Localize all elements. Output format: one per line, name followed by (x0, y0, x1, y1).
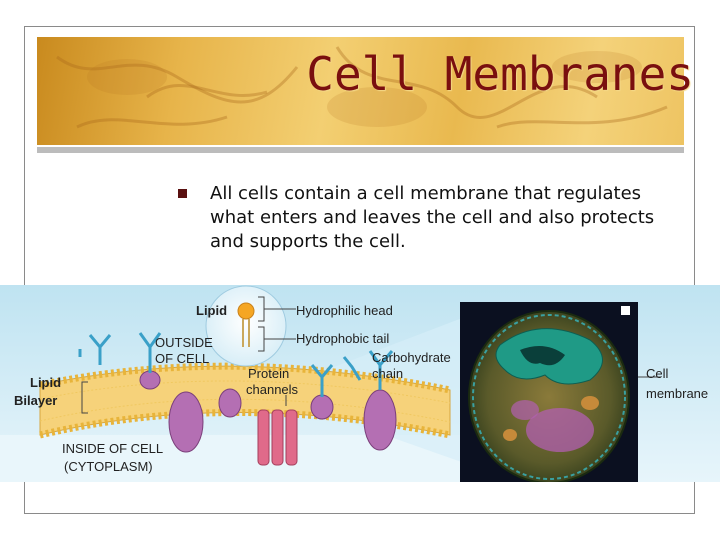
banner-texture (56, 46, 668, 129)
label-hydrophobic-tail: Hydrophobic tail (296, 331, 389, 346)
slide-frame (24, 26, 695, 514)
label-inside-1: INSIDE OF CELL (62, 441, 163, 456)
label-carbohydrate-2: chain (372, 366, 403, 381)
label-protein-1: Protein (248, 366, 289, 381)
carbohydrate-chains (78, 332, 394, 397)
label-cell-membrane-1: Cell (646, 366, 669, 381)
proteins (139, 370, 397, 466)
label-lines (81, 296, 660, 414)
slide-title: Cell Membranes (306, 47, 694, 101)
title-banner (37, 37, 684, 145)
cell-micrograph (460, 302, 638, 482)
membrane-illustration: Lipid Hydrophilic head Hydrophobic tail … (0, 285, 720, 482)
label-hydrophilic-head: Hydrophilic head (296, 303, 393, 318)
label-lipid: Lipid (196, 303, 227, 318)
lipid-bubble (205, 285, 287, 367)
label-bilayer-2: Bilayer (14, 393, 57, 408)
label-bilayer-1: Lipid (30, 375, 61, 390)
bullet-text: All cells contain a cell membrane that r… (210, 183, 655, 252)
label-outside-1: OUTSIDE (155, 335, 213, 350)
label-outside-2: OF CELL (155, 351, 209, 366)
bullet-list: All cells contain a cell membrane that r… (178, 182, 668, 254)
title-underline (37, 147, 684, 153)
bullet-marker-icon (178, 189, 187, 198)
cell-membrane-figure: Lipid Hydrophilic head Hydrophobic tail … (0, 285, 720, 482)
label-protein-2: channels (246, 382, 299, 397)
label-cell-membrane-2: membrane (646, 386, 708, 401)
label-carbohydrate-1: Carbohydrate (372, 350, 451, 365)
bullet-item: All cells contain a cell membrane that r… (178, 182, 668, 254)
label-inside-2: (CYTOPLASM) (64, 459, 153, 474)
